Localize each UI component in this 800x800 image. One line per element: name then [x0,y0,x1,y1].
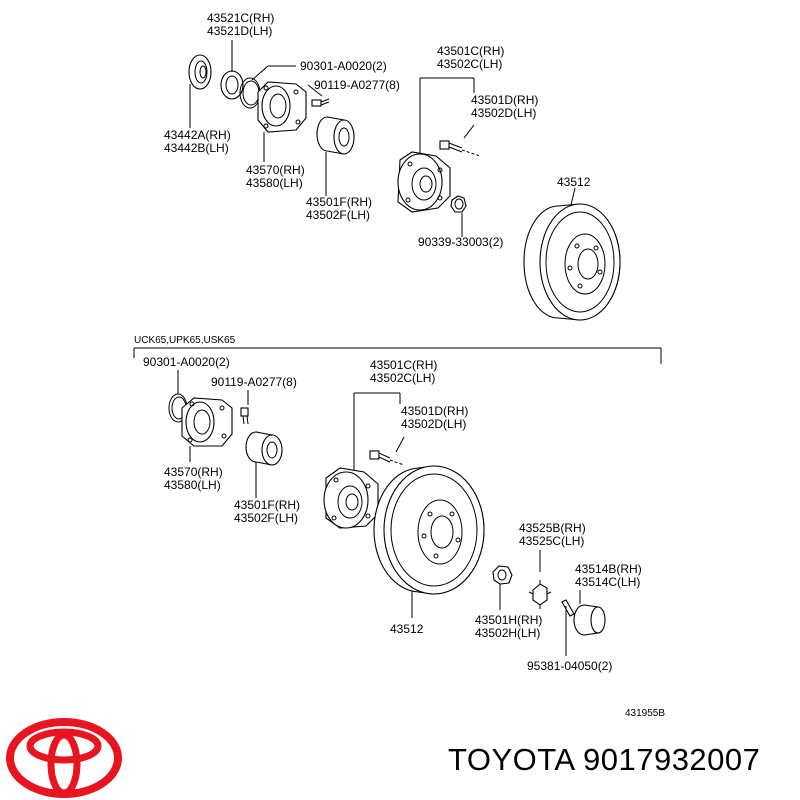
hub-flange-43570 [257,81,307,133]
bolt-90119-bottom [240,407,249,425]
oil-seal-43442 [188,54,212,90]
label-43502F-bottom: 43502F(LH) [234,511,298,525]
model-bracket [133,347,662,364]
castle-nut-43525 [528,580,552,609]
label-43514B: 43514B(RH) [575,562,642,576]
label-43502D-top: 43502D(LH) [471,106,536,120]
label-43442B: 43442B(LH) [164,141,229,155]
label-43501H: 43501H(RH) [475,613,542,627]
label-43580-top: 43580(LH) [246,176,303,190]
nut-90339 [450,195,467,213]
label-43514C: 43514C(LH) [575,575,640,589]
label-43501C-bottom: 43501C(RH) [370,358,437,372]
label-43521D: 43521D(LH) [207,24,272,38]
toyota-logo [6,718,122,798]
hub-flange-43570-bottom [181,397,233,447]
brake-disc-43512-bottom [373,465,485,595]
bearing-ring-43521 [220,70,244,100]
label-43502D-bottom: 43502D(LH) [401,417,466,431]
label-43521C: 43521C(RH) [207,11,274,25]
axle-hub-43501C-bottom [323,467,379,529]
label-95381: 95381-04050(2) [527,659,612,673]
label-43502F-top: 43502F(LH) [306,208,370,222]
brake-disc-43512-top [523,203,621,321]
top-leader-lines [189,40,576,237]
label-43501D-bottom: 43501D(RH) [401,404,468,418]
label-43501C-top: 43501C(RH) [437,44,504,58]
label-90301-bottom: 90301-A0020(2) [143,355,230,369]
label-43442A: 43442A(RH) [164,128,231,142]
label-43502H: 43502H(LH) [475,626,540,640]
hub-bolt-43501D-bottom [369,450,405,466]
brand-part-number: TOYOTA 9017932007 [448,742,761,777]
label-90301-top: 90301-A0020(2) [300,59,387,73]
label-43501F-bottom: 43501F(RH) [234,498,300,512]
label-90119-top: 90119-A0277(8) [314,78,400,92]
bearing-43501F-bottom [245,431,283,466]
label-43512-bottom: 43512 [390,622,424,636]
axle-hub-43501C [397,151,451,213]
cotter-pin-95381 [561,599,575,622]
label-90119-bottom: 90119-A0277(8) [211,375,297,389]
o-ring-90301 [239,77,261,109]
label-43501D-top: 43501D(RH) [471,93,538,107]
label-43501F-top: 43501F(RH) [306,195,372,209]
bearing-43501F [316,116,355,155]
label-43570-bottom: 43570(RH) [164,465,223,479]
label-43570-top: 43570(RH) [246,163,305,177]
hub-bolt-43501D [439,140,481,157]
bolt-90119 [311,98,330,107]
grease-cap-43514 [573,604,606,636]
label-43580-bottom: 43580(LH) [164,478,221,492]
label-43512-top: 43512 [557,175,591,189]
figure-id: 431955B [625,708,665,719]
label-models: UCK65,UPK65,USK65 [134,335,236,346]
label-90339: 90339-33003(2) [418,235,503,249]
label-43525B: 43525B(RH) [519,521,586,535]
label-43502C-bottom: 43502C(LH) [370,371,435,385]
label-43502C-top: 43502C(LH) [437,57,502,71]
label-43525C: 43525C(LH) [519,534,584,548]
nut-43501H [492,565,513,585]
